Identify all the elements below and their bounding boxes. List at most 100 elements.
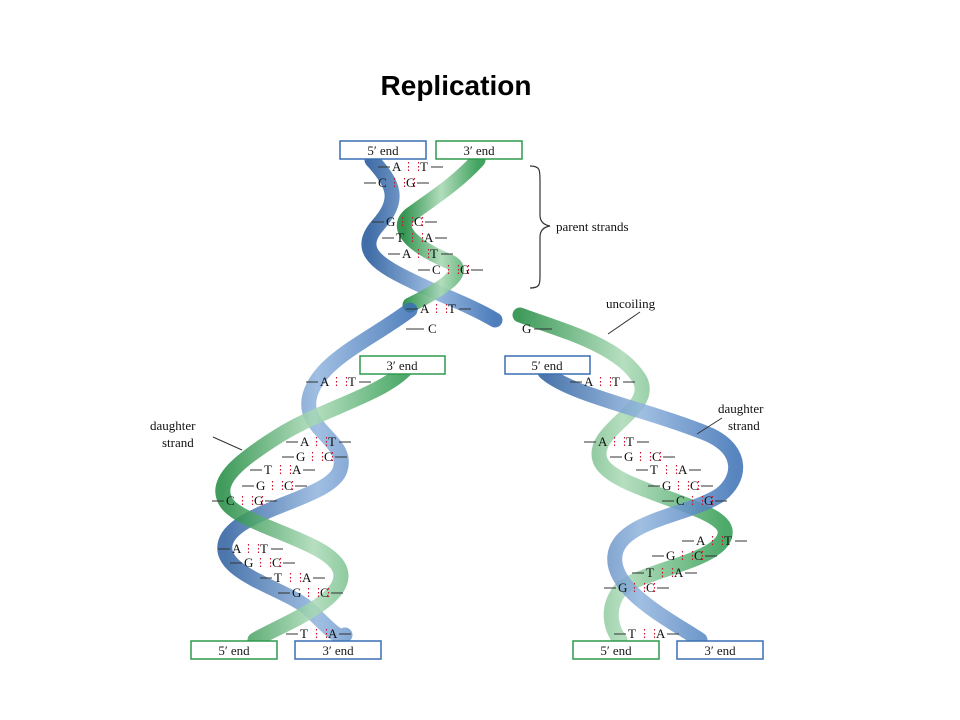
right-base-pair: T⋮⋮A xyxy=(632,565,697,580)
base-letter: A xyxy=(584,374,594,389)
end-box-mid-left: 3′ end xyxy=(359,355,446,375)
parent-base-pair: A⋮⋮T xyxy=(388,246,453,261)
base-letter: C xyxy=(324,449,333,464)
end-label: 5′ end xyxy=(218,643,250,658)
hydrogen-bond: ⋮⋮⋮ xyxy=(397,215,427,228)
end-box-bottom-left-1: 5′ end xyxy=(190,640,278,660)
parent-base-pairs: A⋮⋮TC⋮⋮⋮GG⋮⋮⋮CT⋮⋮AA⋮⋮TC⋮⋮⋮GA⋮⋮T xyxy=(364,159,483,316)
right-base-pair: G⋮⋮⋮C xyxy=(604,580,669,595)
base-letter: T xyxy=(260,541,268,556)
right-base-pair: G⋮⋮⋮C xyxy=(610,449,675,464)
parent-base-pair: C⋮⋮⋮G xyxy=(364,175,429,190)
base-letter: G xyxy=(254,493,263,508)
hydrogen-bond: ⋮⋮⋮ xyxy=(303,586,333,599)
parent-helix xyxy=(361,152,503,328)
daughter-strand-right-label-line2: strand xyxy=(728,418,760,433)
base-letter: G xyxy=(460,262,469,277)
base-letter: C xyxy=(690,478,699,493)
left-base-pairs: A⋮⋮TA⋮⋮TG⋮⋮⋮CT⋮⋮AG⋮⋮⋮CC⋮⋮⋮GA⋮⋮TG⋮⋮⋮CT⋮⋮A… xyxy=(212,374,371,641)
left-base-pair: A⋮⋮T xyxy=(286,434,351,449)
base-letter: T xyxy=(396,230,404,245)
daughter-right-leader-line xyxy=(696,417,723,435)
base-letter: A xyxy=(420,301,430,316)
base-letter: C xyxy=(378,175,387,190)
end-label: 3′ end xyxy=(704,643,736,658)
hydrogen-bond: ⋮⋮ xyxy=(661,463,681,476)
parent-strands-label: parent strands xyxy=(556,219,629,234)
base-letter: T xyxy=(724,533,732,548)
end-box-top-left: 5′ end xyxy=(339,140,427,160)
base-letter: T xyxy=(264,462,272,477)
base-letter: A xyxy=(678,462,688,477)
hydrogen-bond: ⋮⋮ xyxy=(707,534,727,547)
base-letter: G xyxy=(406,175,415,190)
end-label: 3′ end xyxy=(386,358,418,373)
hydrogen-bond: ⋮⋮⋮ xyxy=(677,549,707,562)
right-base-pair: A⋮⋮T xyxy=(682,533,747,548)
base-letter: A xyxy=(302,570,312,585)
base-letter: T xyxy=(430,246,438,261)
base-letter: C xyxy=(284,478,293,493)
daughter-strand-right-label-line1: daughter xyxy=(718,401,764,416)
base-letter: T xyxy=(274,570,282,585)
right-base-pair: T⋮⋮A xyxy=(614,626,679,641)
hydrogen-bond: ⋮⋮ xyxy=(657,566,677,579)
base-letter: C xyxy=(226,493,235,508)
right-base-pair: A⋮⋮T xyxy=(584,434,649,449)
uncoiling-leader-line xyxy=(607,311,641,335)
hydrogen-bond: ⋮⋮ xyxy=(413,247,433,260)
base-letter: A xyxy=(696,533,706,548)
daughter-strand-left-label-line1: daughter xyxy=(150,418,196,433)
end-box-top-right: 3′ end xyxy=(435,140,523,160)
base-letter: C xyxy=(432,262,441,277)
hydrogen-bond: ⋮⋮⋮ xyxy=(389,176,419,189)
base-letter: G xyxy=(662,478,671,493)
end-box-bottom-right-1: 5′ end xyxy=(572,640,660,660)
end-label: 5′ end xyxy=(600,643,632,658)
right-base-pair: G⋮⋮⋮C xyxy=(648,478,713,493)
left-base-pair: T⋮⋮A xyxy=(286,626,351,641)
parent-base-pair: A⋮⋮T xyxy=(378,159,443,174)
hydrogen-bond: ⋮⋮⋮ xyxy=(673,479,703,492)
right-base-pairs: A⋮⋮TA⋮⋮TG⋮⋮⋮CT⋮⋮AG⋮⋮⋮CC⋮⋮⋮GA⋮⋮TG⋮⋮⋮CT⋮⋮A… xyxy=(570,374,747,641)
base-letter: T xyxy=(448,301,456,316)
base-letter: C xyxy=(652,449,661,464)
base-letter: C xyxy=(694,548,703,563)
right-base-pair: A⋮⋮T xyxy=(570,374,635,389)
hydrogen-bond: ⋮⋮ xyxy=(639,627,659,640)
hydrogen-bond: ⋮⋮ xyxy=(275,463,295,476)
base-letter: A xyxy=(292,462,302,477)
base-letter: A xyxy=(320,374,330,389)
right-base-pair: C⋮⋮⋮G xyxy=(662,493,727,508)
end-label: 5′ end xyxy=(367,143,399,158)
hydrogen-bond: ⋮⋮⋮ xyxy=(267,479,297,492)
parent-base-pair: G⋮⋮⋮C xyxy=(372,214,437,229)
hydrogen-bond: ⋮⋮⋮ xyxy=(307,450,337,463)
base-letter: C xyxy=(428,321,437,336)
end-box-mid-right: 5′ end xyxy=(504,355,591,375)
left-green-strand xyxy=(215,362,413,648)
hydrogen-bond: ⋮⋮⋮ xyxy=(687,494,717,507)
right-base-pair: T⋮⋮A xyxy=(636,462,701,477)
parent-base-pair: C⋮⋮⋮G xyxy=(418,262,483,277)
base-letter: G xyxy=(704,493,713,508)
end-label: 3′ end xyxy=(322,643,354,658)
base-letter: G xyxy=(522,321,531,336)
daughter-left-leader-line xyxy=(212,436,243,451)
base-letter: T xyxy=(420,159,428,174)
base-letter: A xyxy=(392,159,402,174)
hydrogen-bond: ⋮⋮⋮ xyxy=(255,556,285,569)
base-letter: G xyxy=(256,478,265,493)
base-letter: G xyxy=(296,449,305,464)
left-base-pair: G⋮⋮⋮C xyxy=(278,585,343,600)
hydrogen-bond: ⋮⋮ xyxy=(595,375,615,388)
hydrogen-bond: ⋮⋮ xyxy=(609,435,629,448)
parent-strands-bracket xyxy=(529,165,551,289)
base-letter: A xyxy=(598,434,608,449)
end-box-bottom-left-2: 3′ end xyxy=(294,640,382,660)
right-blue-strand xyxy=(537,364,744,648)
left-base-pair: G⋮⋮⋮C xyxy=(242,478,307,493)
parent-base-pair: T⋮⋮A xyxy=(382,230,447,245)
page-title: Replication xyxy=(380,70,532,101)
